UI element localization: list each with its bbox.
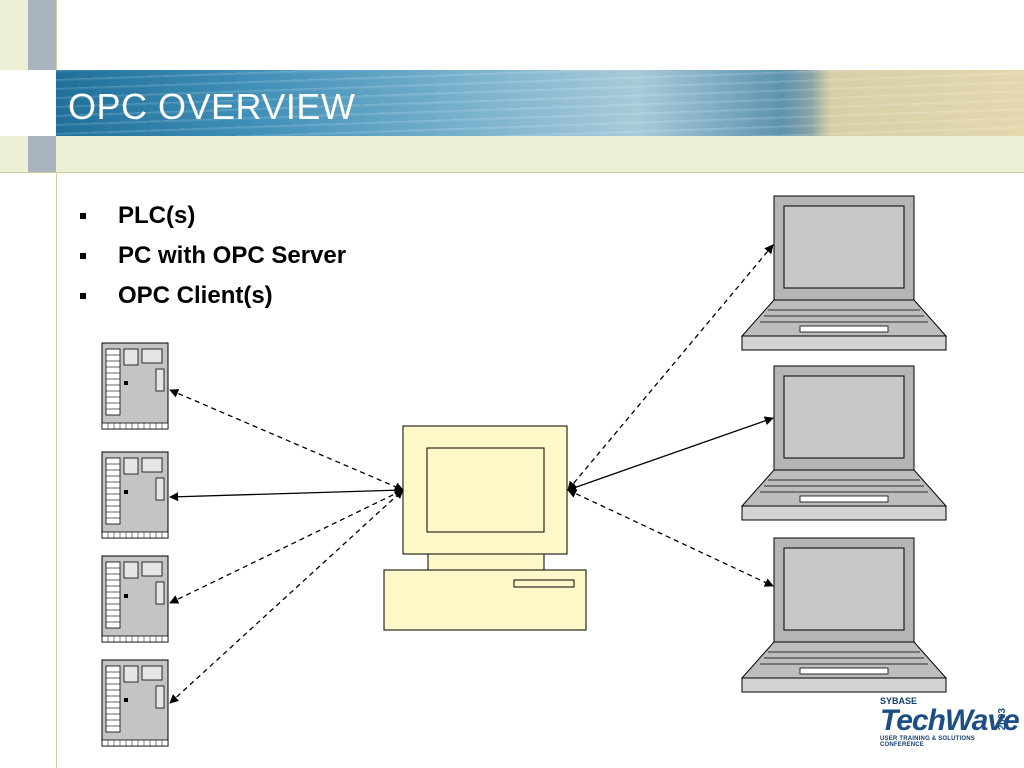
- bullet-text: OPC Client(s): [118, 282, 273, 309]
- decor-strip: [28, 0, 56, 70]
- opc-server-pc-icon: [383, 425, 587, 631]
- decor-strip: [0, 136, 28, 172]
- header-band: [56, 70, 1024, 136]
- bullet-text: PLC(s): [118, 202, 196, 229]
- logo-year: 2003: [997, 708, 1008, 731]
- bullet-list: PLC(s) PC with OPC Server OPC Client(s): [80, 196, 346, 316]
- opc-client-laptop-icon: [741, 195, 947, 351]
- sub-band: [56, 136, 1024, 172]
- logo-tagline: USER TRAINING & SOLUTIONS CONFERENCE: [880, 736, 976, 748]
- bullet-marker: [80, 213, 86, 219]
- plc-unit-icon: [101, 555, 169, 643]
- opc-client-laptop-icon: [741, 537, 947, 693]
- plc-unit-icon: [101, 342, 169, 430]
- logo-company: SYBASE: [880, 696, 918, 706]
- bullet-item: OPC Client(s): [80, 276, 346, 316]
- decor-strip: [0, 0, 28, 70]
- header-texture: [56, 70, 1024, 136]
- connection-arrow: [169, 489, 404, 704]
- connection-arrow: [169, 489, 404, 604]
- connection-arrow: [567, 416, 774, 492]
- decor-strip: [28, 136, 56, 172]
- plc-unit-icon: [101, 451, 169, 539]
- bullet-item: PLC(s): [80, 196, 346, 236]
- slide-title: OPC OVERVIEW: [68, 86, 356, 127]
- logo-brand: TechWave: [880, 704, 1020, 737]
- connection-arrow: [567, 244, 774, 491]
- bullet-item: PC with OPC Server: [80, 236, 346, 276]
- divider: [56, 0, 57, 768]
- opc-client-laptop-icon: [741, 365, 947, 521]
- plc-unit-icon: [101, 659, 169, 747]
- bullet-marker: [80, 253, 86, 259]
- connection-arrow: [169, 485, 404, 502]
- bullet-text: PC with OPC Server: [118, 242, 347, 269]
- connection-arrow: [567, 489, 774, 587]
- techwave-logo: SYBASE TechWave 2003 USER TRAINING & SOL…: [880, 696, 1020, 754]
- connection-arrow: [169, 389, 404, 491]
- bullet-marker: [80, 293, 86, 299]
- divider: [0, 172, 1024, 173]
